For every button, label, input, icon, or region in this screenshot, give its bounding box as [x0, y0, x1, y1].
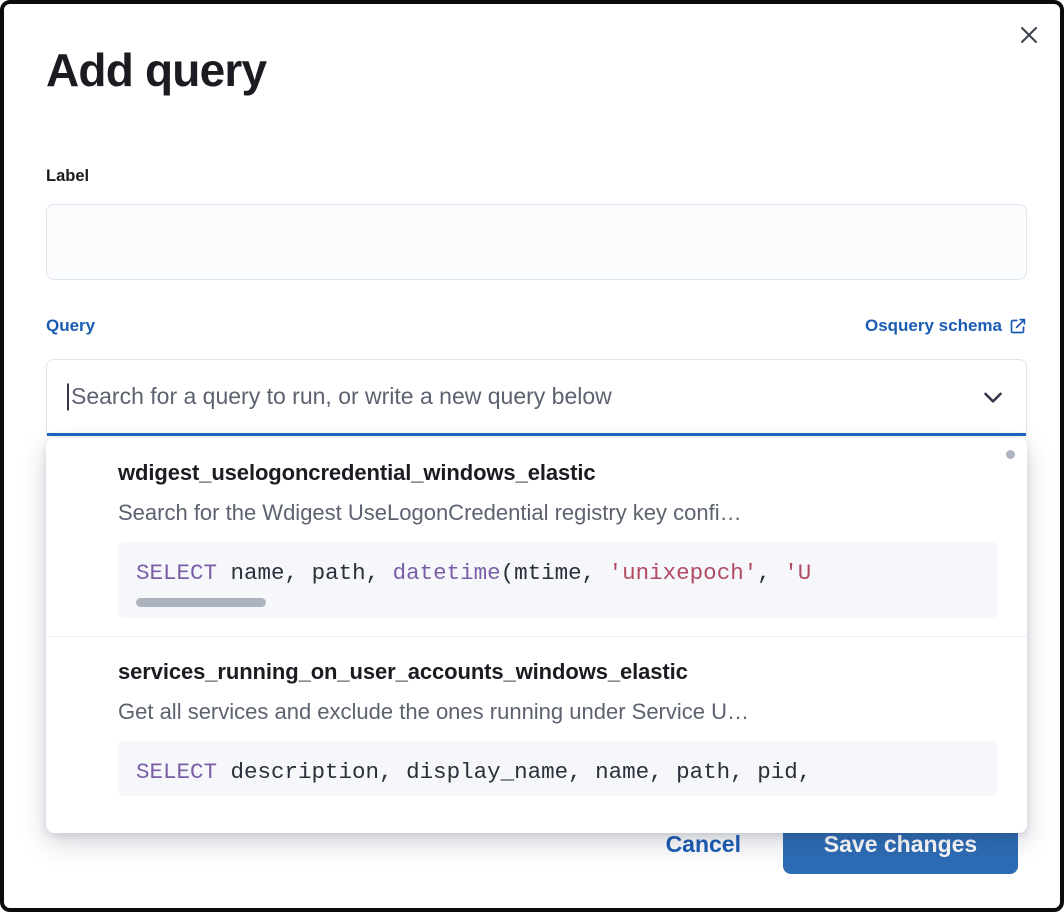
close-icon — [1017, 23, 1041, 47]
label-field-label: Label — [46, 167, 90, 185]
code-scrollbar-thumb[interactable] — [136, 598, 266, 608]
osquery-schema-link-label: Osquery schema — [864, 316, 1002, 335]
query-suggestion-item[interactable]: services_running_on_user_accounts_window… — [46, 636, 1027, 796]
query-suggestion-description: Get all services and exclude the ones ru… — [118, 699, 750, 725]
query-suggestion-sql: SELECT description, display_name, name, … — [136, 759, 812, 786]
page-title: Add query — [46, 44, 267, 96]
query-suggestions-list[interactable]: wdigest_uselogoncredential_windows_elast… — [46, 438, 1027, 833]
query-label[interactable]: Query — [46, 316, 96, 335]
query-suggestion-sql: SELECT name, path, datetime(mtime, 'unix… — [136, 560, 812, 586]
query-suggestion-code-block[interactable]: SELECT name, path, datetime(mtime, 'unix… — [118, 542, 997, 619]
focus-underline — [47, 433, 1026, 436]
query-suggestion-item[interactable]: wdigest_uselogoncredential_windows_elast… — [46, 438, 1027, 619]
query-section-header: Query Osquery schema — [46, 316, 1027, 336]
external-link-icon — [1009, 317, 1027, 335]
query-search-placeholder: Search for a query to run, or write a ne… — [71, 383, 612, 409]
cancel-button[interactable]: Cancel — [654, 823, 753, 866]
chevron-down-icon[interactable] — [978, 382, 1008, 412]
query-suggestion-title: wdigest_uselogoncredential_windows_elast… — [118, 460, 596, 485]
query-suggestion-code-block[interactable]: SELECT description, display_name, name, … — [118, 741, 997, 796]
query-search-combobox[interactable]: Search for a query to run, or write a ne… — [46, 359, 1027, 436]
scroll-indicator-dot[interactable] — [1006, 450, 1015, 459]
query-suggestion-description: Search for the Wdigest UseLogonCredentia… — [118, 500, 742, 525]
query-suggestions-dropdown[interactable]: wdigest_uselogoncredential_windows_elast… — [46, 438, 1027, 833]
osquery-schema-link[interactable]: Osquery schema — [865, 316, 1027, 336]
query-search-box[interactable]: Search for a query to run, or write a ne… — [46, 359, 1027, 436]
label-input[interactable] — [46, 204, 1027, 280]
text-caret — [67, 383, 69, 410]
query-suggestion-title: services_running_on_user_accounts_window… — [118, 659, 688, 685]
code-horizontal-scrollbar[interactable] — [136, 588, 979, 610]
close-button[interactable] — [1008, 14, 1050, 56]
